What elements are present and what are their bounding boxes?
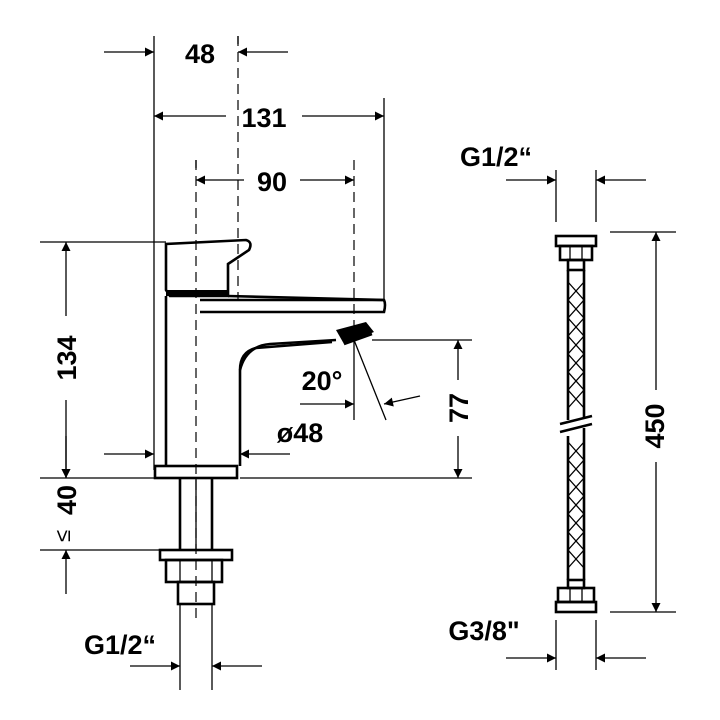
- dimension-arrows: [61, 47, 463, 671]
- label-hose-top-thread: G1/2“: [460, 142, 532, 172]
- centerlines: [195, 36, 355, 620]
- label-width-131: 131: [241, 103, 286, 133]
- label-max-symbol: ≤: [50, 530, 75, 542]
- extension-lines: [40, 36, 472, 690]
- label-reach-90: 90: [257, 167, 287, 197]
- faucet-outline: [153, 238, 387, 606]
- label-max-40: 40: [52, 485, 82, 515]
- hose-extension-lines: [555, 170, 676, 670]
- label-hose-bottom-thread: G3/8": [448, 616, 519, 646]
- label-outlet-height-77: 77: [444, 393, 474, 423]
- hose-dimension-arrows: [506, 175, 661, 663]
- label-angle-20: 20°: [302, 366, 343, 396]
- label-height-134: 134: [52, 335, 82, 380]
- label-base-diameter: ø48: [277, 418, 324, 448]
- label-width-48: 48: [185, 39, 215, 69]
- connection-hose: [554, 234, 598, 614]
- label-hose-length: 450: [640, 403, 670, 448]
- label-thread-tap: G1/2“: [84, 630, 156, 660]
